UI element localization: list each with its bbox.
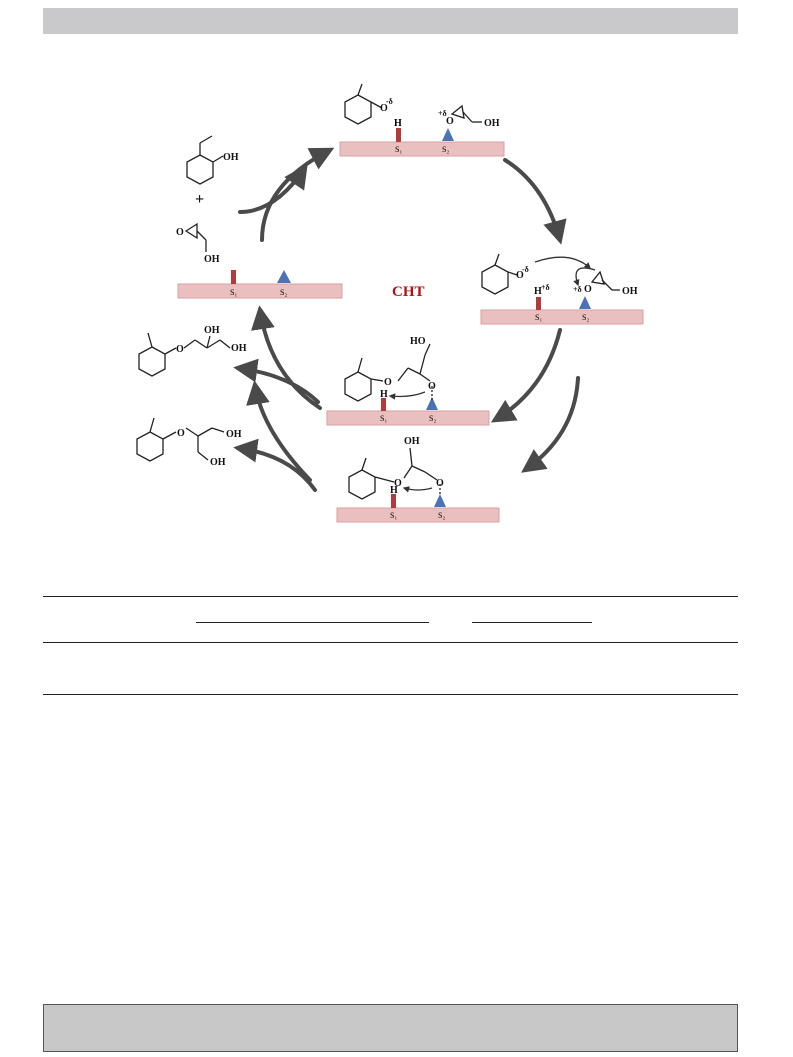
site2-bottom bbox=[434, 494, 446, 507]
arrow-product-2 bbox=[233, 438, 317, 492]
h-label-right: H bbox=[534, 286, 542, 297]
bottom-intermediate-icon bbox=[348, 447, 441, 500]
o-label-right: O bbox=[516, 270, 524, 281]
ho-label-middle: HO bbox=[410, 336, 426, 347]
product-1-structure-icon bbox=[138, 332, 231, 377]
arrow-left-up bbox=[260, 147, 335, 242]
table-header-underline-1 bbox=[196, 622, 429, 623]
surface-left bbox=[177, 283, 343, 299]
site1-middle bbox=[381, 398, 386, 411]
o-label-right-epoxide: O bbox=[584, 284, 592, 295]
page-footer-bar bbox=[43, 1004, 738, 1052]
o-label-top-epoxide: O bbox=[446, 116, 454, 127]
right-guaiacolate-icon bbox=[481, 253, 518, 295]
s1-label-top: S₁ bbox=[395, 145, 402, 154]
reaction-mechanism-diagram: S₁ S₂ H S₁ S₂ S₁ S₂ S₁ S₂ S₁ S₂ CHT bbox=[136, 83, 644, 523]
surface-bottom bbox=[336, 507, 500, 523]
table-bottom-rule bbox=[43, 694, 738, 695]
page-header-bar bbox=[43, 8, 738, 34]
oh-label-product-1a: OH bbox=[204, 325, 220, 336]
h-delta-right: +δ bbox=[541, 283, 550, 292]
arrow-bottom-up bbox=[246, 380, 312, 482]
atom-labels: OH + O OH O -δ +δ O OH O -δ H +δ +δ O OH… bbox=[176, 97, 638, 496]
site1-top bbox=[396, 128, 401, 142]
plus-sign: + bbox=[195, 191, 204, 208]
right-glycidol-icon bbox=[590, 270, 620, 291]
delta-minus-right: -δ bbox=[522, 265, 529, 274]
table-header-underline-2 bbox=[472, 622, 592, 623]
s1-label-left: S₁ bbox=[230, 288, 237, 297]
o-label-bottom-2: O bbox=[436, 478, 444, 489]
oh-label-product-2a: OH bbox=[226, 429, 242, 440]
o-label-bottom: O bbox=[394, 478, 402, 489]
arrow-right-down-2 bbox=[521, 376, 580, 473]
arrow-right-down bbox=[490, 328, 562, 423]
o-label-product-2: O bbox=[177, 428, 185, 439]
o-label-middle: O bbox=[384, 377, 392, 388]
site1-bottom bbox=[391, 494, 396, 508]
oh-label-reactant: OH bbox=[223, 152, 239, 163]
delta-plus-top: +δ bbox=[438, 109, 447, 118]
arrow-top-right bbox=[503, 158, 567, 245]
catalyst-surfaces: S₁ S₂ H S₁ S₂ S₁ S₂ S₁ S₂ S₁ S₂ bbox=[177, 118, 644, 523]
s2-label-top: S₂ bbox=[442, 145, 449, 154]
middle-intermediate-icon bbox=[344, 343, 433, 402]
oh-label-bottom: OH bbox=[404, 436, 420, 447]
arrow-mid-up bbox=[251, 305, 322, 410]
right-curved-arrow-1 bbox=[534, 256, 591, 269]
surface-right bbox=[480, 309, 644, 325]
delta-minus-top: -δ bbox=[386, 97, 393, 106]
right-curved-arrow-2 bbox=[573, 267, 596, 287]
s2-label-right: S₂ bbox=[582, 313, 589, 322]
h-label-bottom: H bbox=[390, 485, 398, 496]
product-2-structure-icon bbox=[136, 417, 225, 462]
oh-label-glycidol: OH bbox=[204, 254, 220, 265]
bottom-curved-arrow bbox=[402, 486, 433, 493]
table-top-rule bbox=[43, 596, 738, 597]
middle-curved-arrow bbox=[388, 391, 426, 400]
site2-top bbox=[442, 128, 454, 141]
table-mid-rule bbox=[43, 642, 738, 643]
oh-label-right: OH bbox=[622, 286, 638, 297]
oh-label-product-1b: OH bbox=[231, 343, 247, 354]
site2-left bbox=[277, 270, 291, 283]
glycidol-structure-icon bbox=[184, 222, 207, 252]
s1-label-bottom: S₁ bbox=[390, 511, 397, 520]
o-label-product-1: O bbox=[176, 344, 184, 355]
s2-label-left: S₂ bbox=[280, 288, 287, 297]
s1-label-middle: S₁ bbox=[380, 414, 387, 423]
delta-plus-right: +δ bbox=[573, 285, 582, 294]
cycle-arrows bbox=[233, 147, 580, 492]
site1-left bbox=[231, 270, 236, 284]
o-label-middle-2: O bbox=[428, 381, 436, 392]
site2-right bbox=[579, 296, 591, 309]
site2-middle bbox=[426, 397, 438, 410]
s2-label-bottom: S₂ bbox=[438, 511, 445, 520]
o-label-top: O bbox=[380, 103, 388, 114]
top-glycidol-icon bbox=[450, 104, 482, 123]
guaiacol-structure-icon bbox=[186, 135, 224, 185]
surface-top bbox=[339, 141, 505, 157]
oh-label-top: OH bbox=[484, 118, 500, 129]
surface-middle bbox=[326, 410, 490, 426]
arrow-reactants-in bbox=[238, 164, 308, 214]
oh-label-product-2b: OH bbox=[210, 457, 226, 468]
h-label-middle: H bbox=[380, 389, 388, 400]
molecules bbox=[136, 83, 620, 500]
top-guaiacolate-icon bbox=[344, 83, 383, 125]
h-top: H bbox=[394, 118, 402, 129]
catalyst-label: CHT bbox=[392, 284, 425, 300]
o-label-epoxide: O bbox=[176, 227, 184, 238]
s2-label-middle: S₂ bbox=[429, 414, 436, 423]
s1-label-right: S₁ bbox=[535, 313, 542, 322]
arrow-product-1 bbox=[233, 358, 320, 404]
site1-right bbox=[536, 297, 541, 310]
